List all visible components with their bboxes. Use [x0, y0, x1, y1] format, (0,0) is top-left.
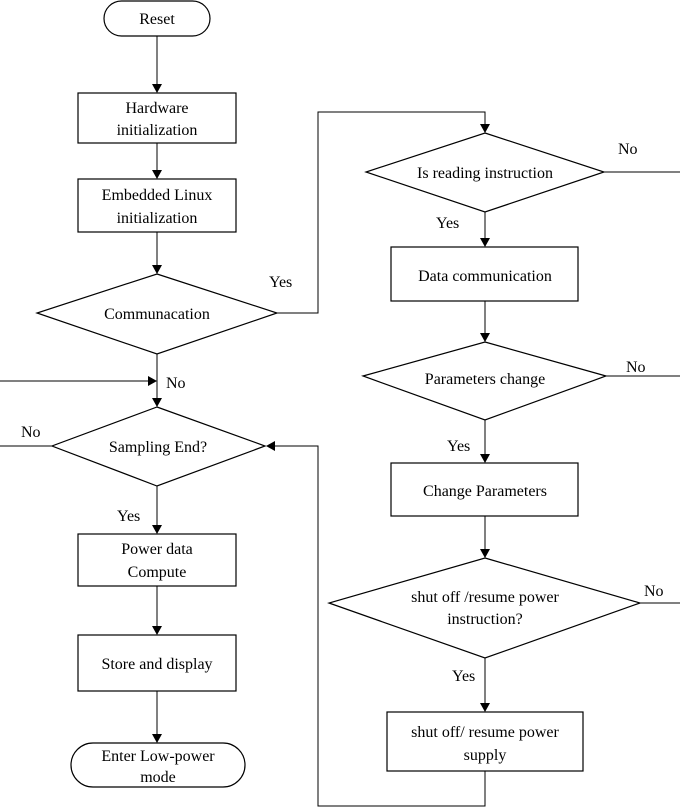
- node-shutoff-supply-line2: supply: [464, 747, 507, 764]
- label-yes-reading: Yes: [436, 215, 459, 232]
- node-linux-init: Embedded Linux initialization: [77, 178, 237, 233]
- label-no-parameters: No: [626, 359, 646, 376]
- decision-sampling-end: Sampling End?: [50, 406, 267, 487]
- node-store-display-label: Store and display: [101, 656, 212, 673]
- branch-labels: Yes No No Yes No Yes No Yes No Yes: [21, 141, 664, 685]
- node-low-power-line1: Enter Low-power: [101, 748, 215, 765]
- decision-sampling-end-label: Sampling End?: [109, 439, 207, 456]
- node-reset: Reset: [103, 0, 211, 37]
- decision-shutoff-line2: instruction?: [447, 611, 523, 628]
- label-no-shutoff: No: [644, 583, 664, 600]
- node-shutoff-supply: shut off/ resume power supply: [386, 711, 584, 772]
- node-reset-label: Reset: [139, 11, 175, 28]
- arrowheads: [148, 84, 490, 743]
- node-linux-init-line1: Embedded Linux: [102, 187, 213, 204]
- node-power-compute-line1: Power data: [121, 541, 193, 558]
- decision-communication-label: Communacation: [104, 306, 210, 323]
- node-change-parameters: Change Parameters: [390, 462, 579, 517]
- node-power-compute: Power data Compute: [77, 533, 237, 587]
- node-linux-init-line2: initialization: [117, 210, 198, 227]
- node-power-compute-line2: Compute: [128, 564, 187, 581]
- decision-parameters-change-label: Parameters change: [425, 371, 545, 388]
- node-low-power-line2: mode: [140, 769, 176, 786]
- label-no-before-sampling: No: [166, 375, 186, 392]
- node-hardware-init-line2: initialization: [117, 122, 198, 139]
- node-store-display: Store and display: [77, 634, 237, 692]
- node-low-power: Enter Low-power mode: [70, 742, 246, 788]
- node-hardware-init: Hardware initialization: [77, 92, 237, 144]
- decision-shutoff-line1: shut off /resume power: [411, 589, 559, 606]
- decision-is-reading: Is reading instruction: [364, 132, 606, 213]
- label-yes-shutoff: Yes: [452, 668, 475, 685]
- node-data-communication: Data communication: [390, 246, 579, 302]
- decision-parameters-change: Parameters change: [361, 341, 608, 421]
- connectors: [0, 36, 680, 807]
- decision-communication: Communacation: [35, 273, 279, 355]
- label-no-reading: No: [618, 141, 638, 158]
- decision-shutoff: shut off /resume power instruction?: [327, 557, 642, 659]
- node-shutoff-supply-line1: shut off/ resume power: [411, 724, 559, 741]
- node-hardware-init-line1: Hardware: [125, 100, 188, 117]
- label-no-sampling: No: [21, 424, 41, 441]
- node-change-parameters-label: Change Parameters: [423, 483, 547, 500]
- label-yes-parameters: Yes: [447, 438, 470, 455]
- label-yes-sampling: Yes: [117, 508, 140, 525]
- decision-is-reading-label: Is reading instruction: [417, 165, 553, 182]
- label-yes-communication: Yes: [269, 274, 292, 291]
- node-data-communication-label: Data communication: [418, 268, 552, 285]
